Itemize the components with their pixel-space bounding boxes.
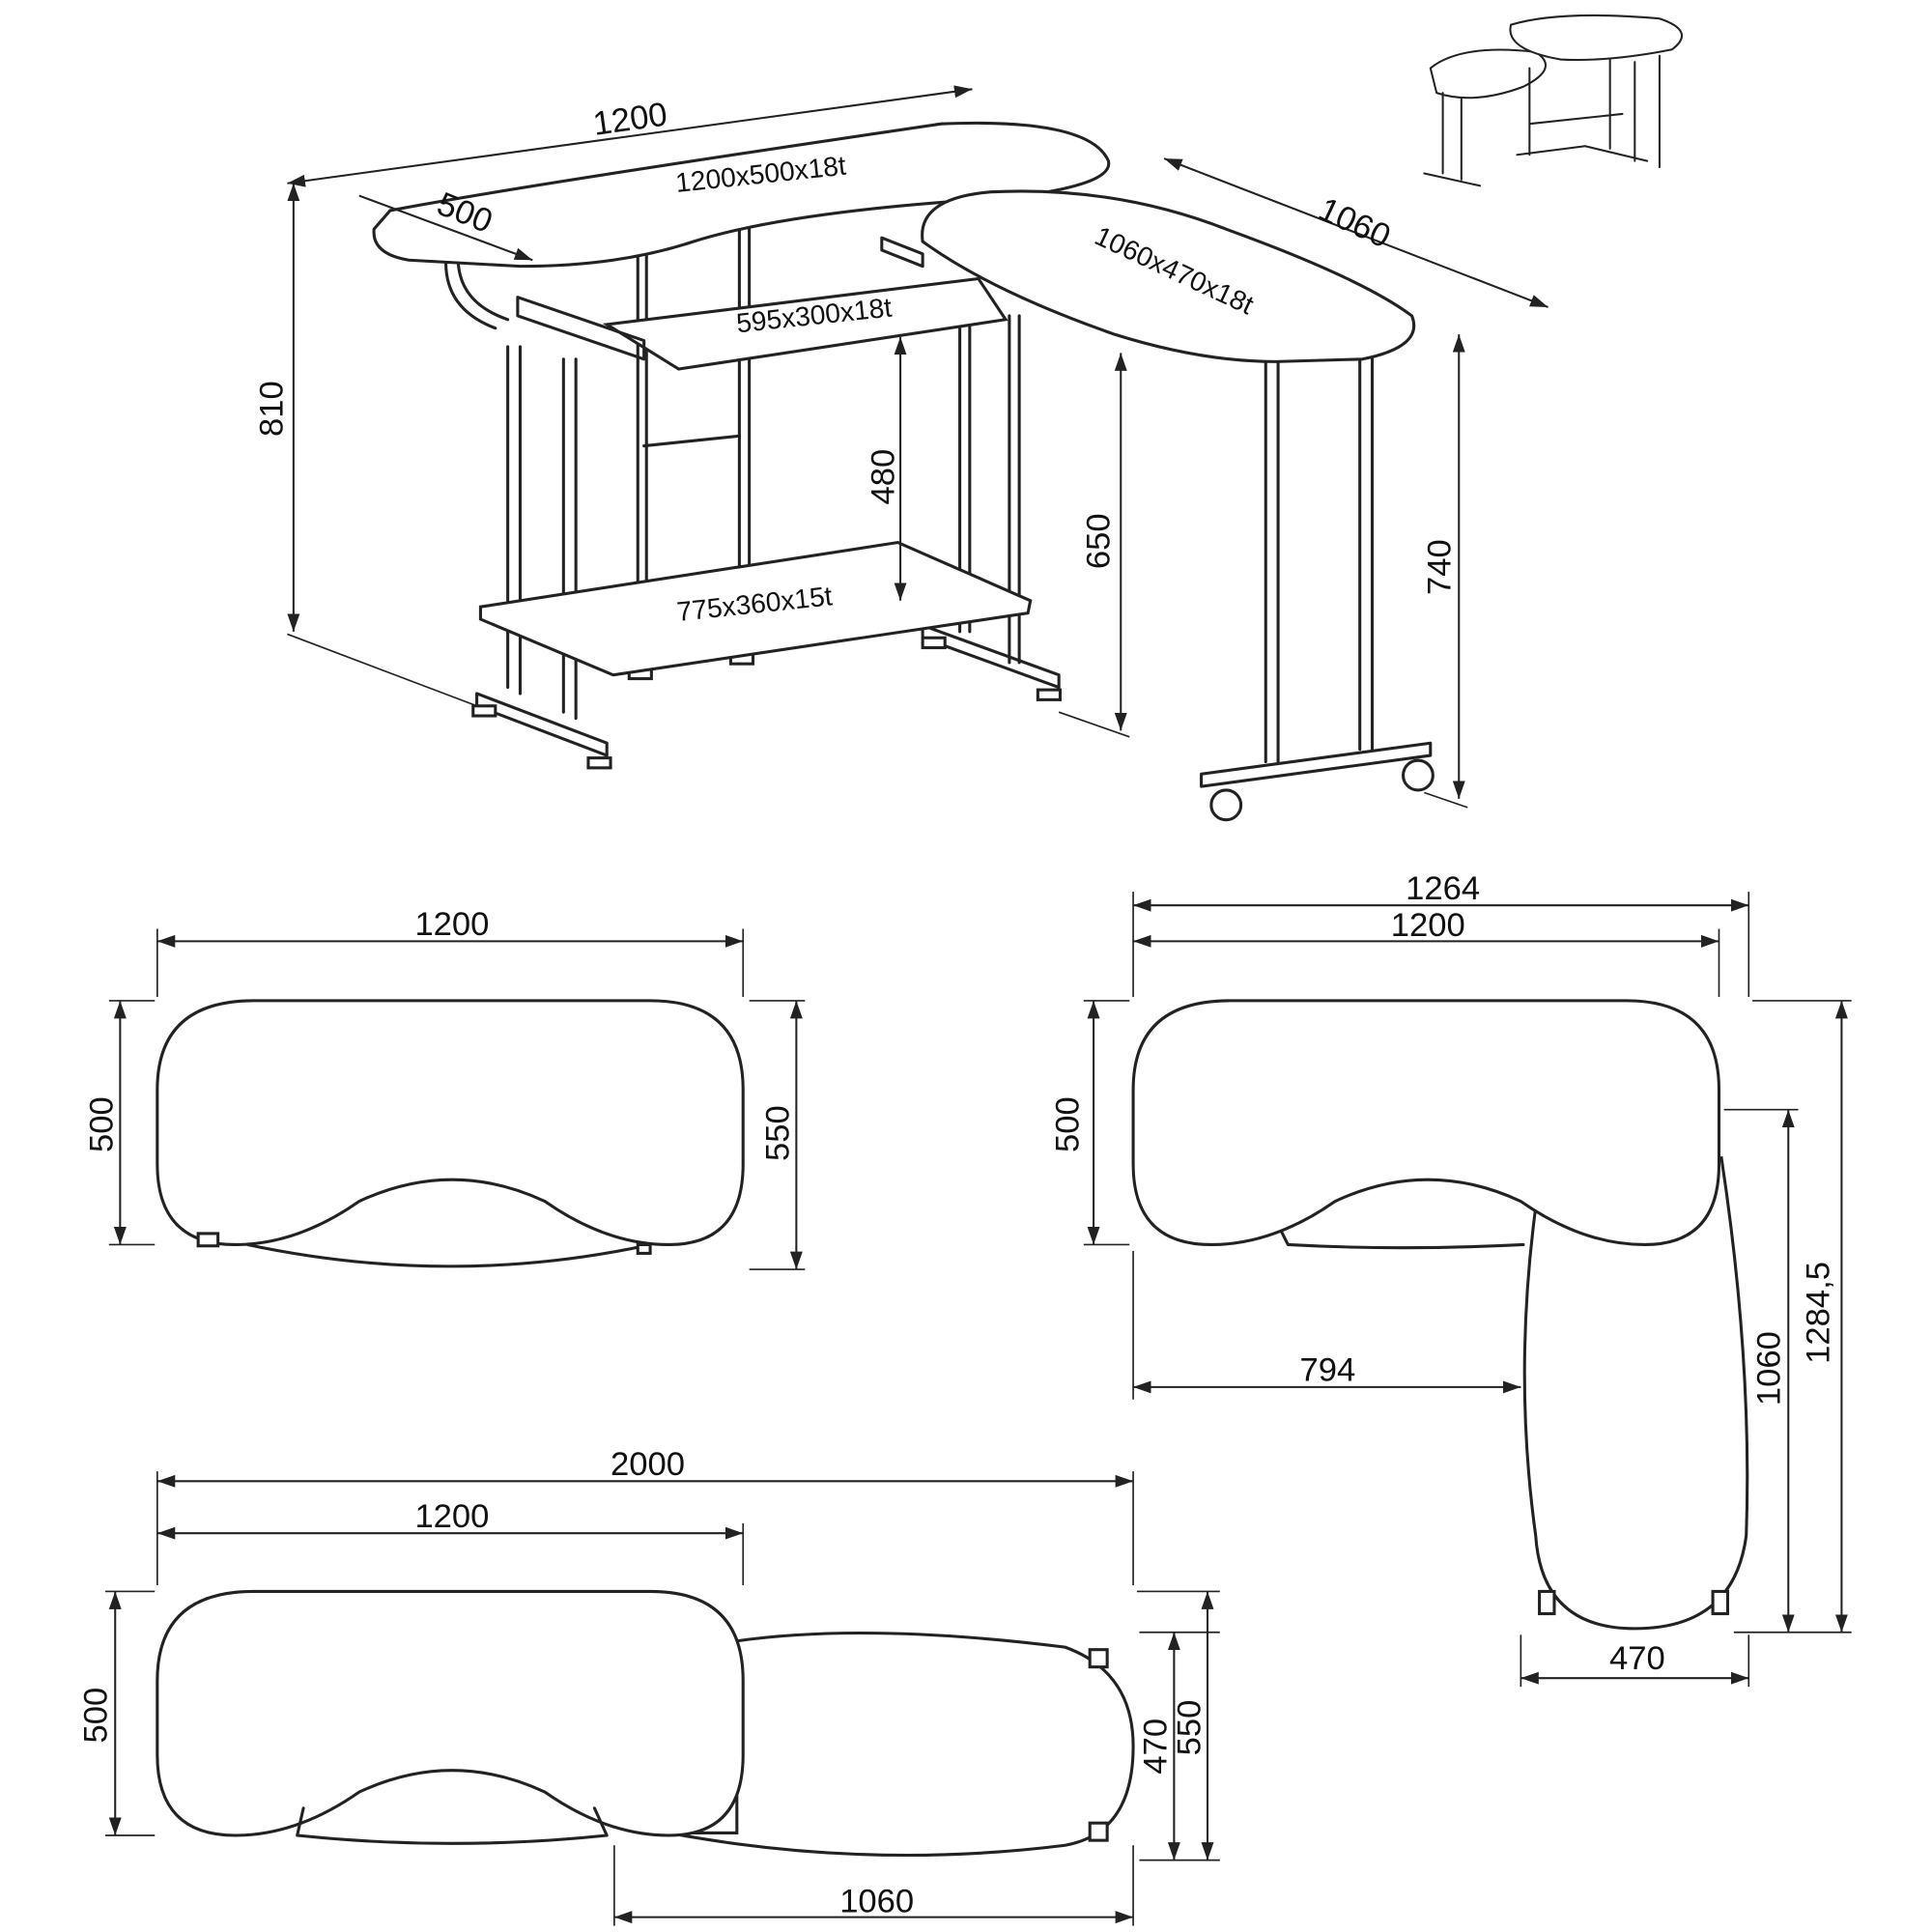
iso-top-length-label: 1200 xyxy=(591,97,670,143)
plan-corner-offset-label: 794 xyxy=(1299,1351,1355,1388)
plan-corner-side-width-label: 470 xyxy=(1609,1640,1665,1677)
plan-linear-shelf-depth-label: 550 xyxy=(1171,1700,1208,1756)
plan-linear-side-width-label: 470 xyxy=(1138,1719,1175,1775)
iso-side-length-label: 1060 xyxy=(1313,191,1396,256)
plan-single-depth-label: 500 xyxy=(84,1096,121,1152)
plan-single-shelf-depth-label: 550 xyxy=(760,1105,797,1161)
iso-dimension-lines xyxy=(287,85,1548,809)
plan-single: 1200 500 550 xyxy=(84,906,806,1270)
plan-linear-overall-width-label: 2000 xyxy=(611,1446,685,1483)
keyboard-shelf xyxy=(602,276,1009,371)
plan-corner-overall-depth-label: 1284,5 xyxy=(1801,1262,1837,1364)
plan-linear: 2000 1200 500 470 550 1060 xyxy=(77,1446,1220,1926)
plan-corner-top-width-label: 1200 xyxy=(1391,907,1465,944)
plan-corner-side-length-label: 1060 xyxy=(1750,1331,1787,1406)
plan-corner-overall-width-label: 1264 xyxy=(1406,870,1480,907)
iso-total-height-label: 810 xyxy=(253,381,290,437)
plan-corner-depth-label: 500 xyxy=(1050,1096,1087,1152)
plan-single-width-label: 1200 xyxy=(414,906,489,943)
plan-linear-top-width-label: 1200 xyxy=(414,1498,489,1535)
plan-linear-side-length-label: 1060 xyxy=(839,1883,914,1919)
plan-linear-depth-label: 500 xyxy=(77,1688,114,1744)
plan-corner: 1264 1200 500 794 1060 1284,5 470 xyxy=(1050,870,1852,1688)
iso-clearance-label: 480 xyxy=(866,449,902,505)
iso-side-height-label: 740 xyxy=(1421,539,1458,595)
thumbnail-preview xyxy=(1423,14,1684,187)
isometric-view: 1200 500 1200x500x18t 1060 1060x470x18t … xyxy=(253,85,1548,822)
iso-keyboard-height-label: 650 xyxy=(1081,513,1118,569)
